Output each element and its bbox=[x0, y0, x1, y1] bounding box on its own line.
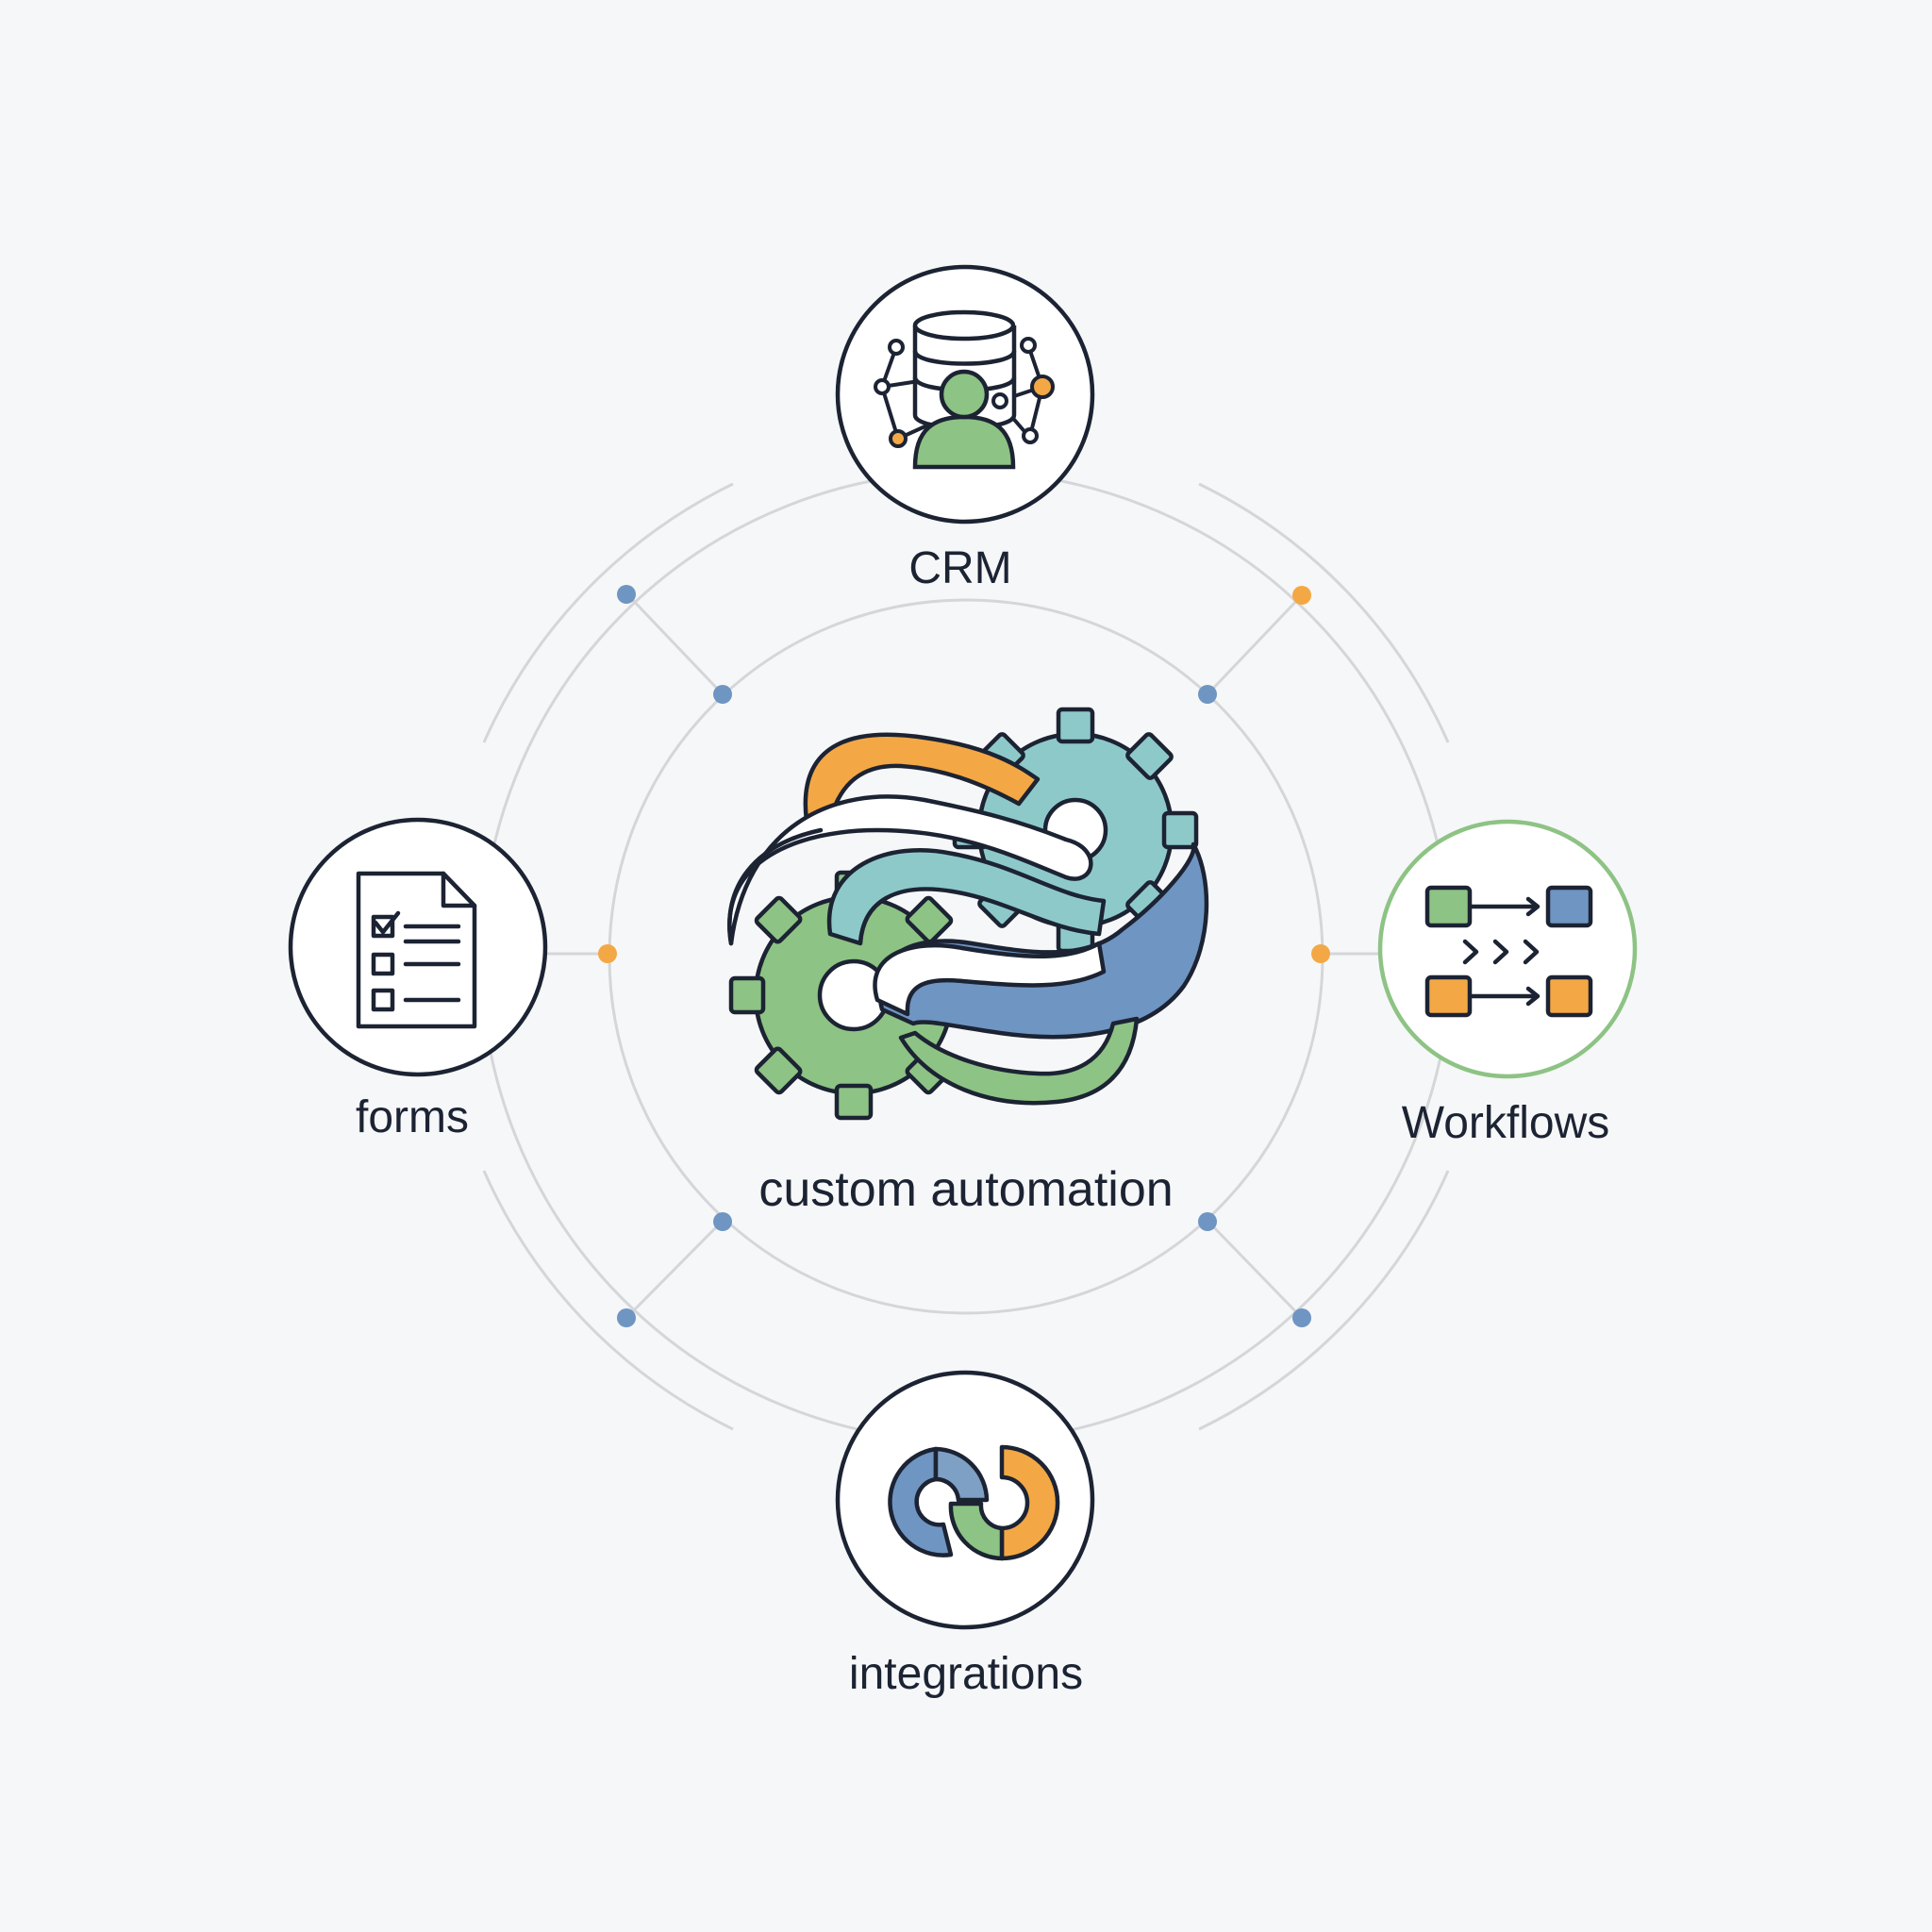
dot-blue bbox=[1198, 685, 1217, 704]
node-forms[interactable] bbox=[288, 817, 548, 1077]
center-label: custom automation bbox=[758, 1162, 1173, 1217]
node-integrations-label: integrations bbox=[849, 1649, 1083, 1699]
flowchart-icon bbox=[1424, 885, 1593, 1018]
node-integrations[interactable] bbox=[835, 1370, 1095, 1630]
dot-blue bbox=[1198, 1212, 1217, 1231]
connector-dots bbox=[598, 585, 1330, 1327]
gears-ribbon-icon bbox=[727, 707, 1209, 1121]
node-workflows[interactable] bbox=[1377, 819, 1638, 1079]
checklist-document-icon bbox=[356, 871, 477, 1029]
dot-blue bbox=[713, 1212, 732, 1231]
node-workflows-label: Workflows bbox=[1402, 1098, 1609, 1148]
node-workflows-circle bbox=[1377, 819, 1638, 1079]
outer-ring bbox=[482, 482, 1450, 1431]
dot-blue bbox=[1292, 1308, 1311, 1327]
dot-orange bbox=[1311, 944, 1330, 963]
dot-blue bbox=[617, 585, 636, 604]
node-crm[interactable] bbox=[835, 264, 1095, 525]
dot-blue bbox=[713, 685, 732, 704]
dot-blue bbox=[617, 1308, 636, 1327]
node-forms-label: forms bbox=[356, 1092, 469, 1142]
spokes bbox=[547, 591, 1381, 1320]
database-user-network-icon bbox=[874, 309, 1055, 470]
node-crm-label: CRM bbox=[908, 543, 1011, 593]
dot-orange bbox=[1292, 586, 1311, 605]
dot-orange bbox=[598, 944, 617, 963]
interlocking-rings-icon bbox=[888, 1444, 1060, 1561]
